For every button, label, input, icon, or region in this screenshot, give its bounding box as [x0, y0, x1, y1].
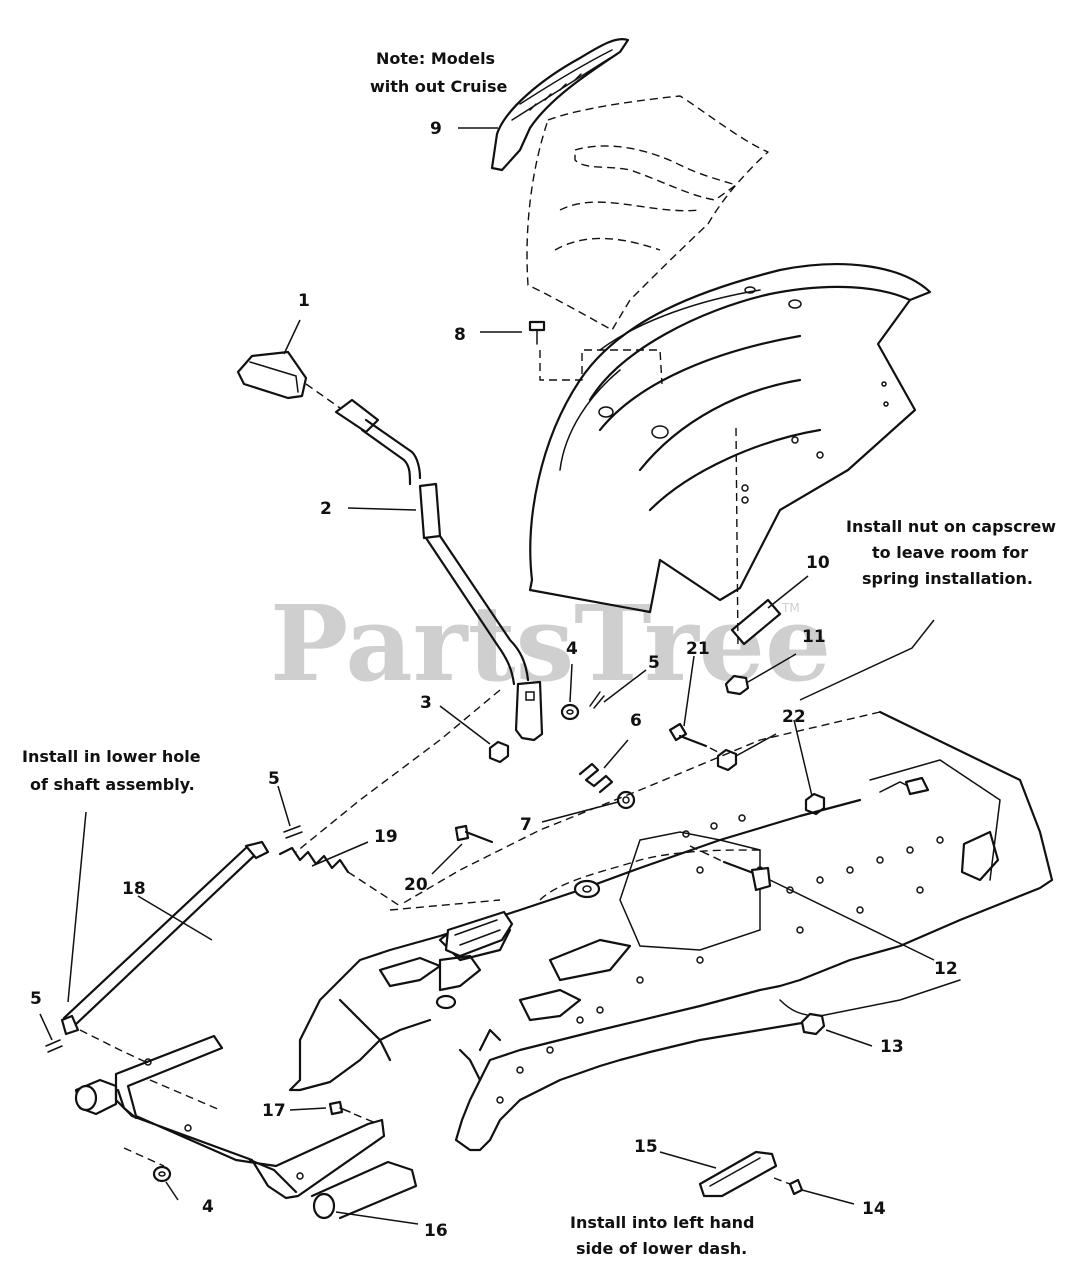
- part-9-trim-insert: [490, 38, 630, 172]
- part-2-lever: [334, 398, 544, 742]
- part-13-nut: [800, 1012, 826, 1036]
- part-1-knob: [236, 350, 341, 409]
- callout-1: 1: [298, 291, 310, 311]
- callout-2: 2: [320, 499, 332, 519]
- callout-12: 12: [934, 959, 958, 979]
- part-5-cotter-pin-upper: [589, 691, 605, 709]
- note-nut-line3: spring installation.: [862, 569, 1033, 588]
- leader-lines: [39, 127, 935, 1225]
- part-11-nut: [724, 674, 750, 696]
- callout-8: 8: [454, 325, 466, 345]
- part-21-capscrew: [668, 722, 723, 755]
- part-6-spring: [578, 762, 614, 794]
- dash-panel-upper: [526, 95, 769, 331]
- note-dash-line1: Install into left hand: [570, 1213, 754, 1232]
- callout-9: 9: [430, 119, 442, 139]
- callout-18: 18: [122, 879, 146, 899]
- callout-13: 13: [880, 1037, 904, 1057]
- frame-chassis: [288, 689, 1054, 1152]
- note-shaft-line2: of shaft assembly.: [30, 775, 195, 794]
- part-3-nut: [488, 740, 510, 764]
- dash-panel-lower: [528, 263, 932, 614]
- callout-15: 15: [634, 1137, 658, 1157]
- callout-22-upper: 22: [782, 707, 806, 727]
- watermark-trademark: TM: [781, 601, 800, 615]
- part-16-mount-bracket: [74, 1034, 418, 1220]
- part-7-washer: [616, 790, 636, 810]
- part-22-nut-lower: [804, 792, 826, 816]
- callout-4-lower: 4: [202, 1197, 214, 1217]
- callout-16: 16: [424, 1221, 448, 1241]
- callout-7: 7: [520, 815, 532, 835]
- callout-5-left: 5: [30, 989, 42, 1009]
- callout-19: 19: [374, 827, 398, 847]
- part-4-washer-upper: [560, 703, 580, 721]
- part-18-rod: [60, 840, 270, 1065]
- callout-6: 6: [630, 711, 642, 731]
- part-10-bracket: [730, 427, 782, 649]
- note-shaft-line1: Install in lower hole: [22, 747, 201, 766]
- part-15-clip: [698, 1150, 778, 1198]
- callout-5-mid: 5: [268, 769, 280, 789]
- note-cruise-line2: with out Cruise: [370, 77, 508, 96]
- part-17-screw: [328, 1100, 379, 1125]
- note-cruise-line1: Note: Models: [376, 49, 495, 68]
- callout-10: 10: [806, 553, 830, 573]
- part-19-spring: [278, 846, 401, 907]
- part-12-capscrew: [689, 845, 772, 892]
- part-20-capscrew: [454, 824, 494, 844]
- callout-14: 14: [862, 1199, 886, 1219]
- callout-17: 17: [262, 1101, 286, 1121]
- callout-21: 21: [686, 639, 710, 659]
- callout-5-upper: 5: [648, 653, 660, 673]
- callout-20: 20: [404, 875, 428, 895]
- note-nut-line2: to leave room for: [872, 543, 1028, 562]
- note-nut-line1: Install nut on capscrew: [846, 517, 1056, 536]
- part-5-cotter-pin-mid: [283, 825, 303, 839]
- part-8-capscrew: [528, 320, 663, 385]
- callout-4-upper: 4: [566, 639, 578, 659]
- callout-11: 11: [802, 627, 826, 647]
- part-5-cotter-pin-left: [45, 1039, 63, 1053]
- note-dash-line2: side of lower dash.: [576, 1239, 747, 1258]
- part-14-screw: [773, 1177, 804, 1196]
- callout-3: 3: [420, 693, 432, 713]
- part-4-washer-lower: [152, 1165, 172, 1183]
